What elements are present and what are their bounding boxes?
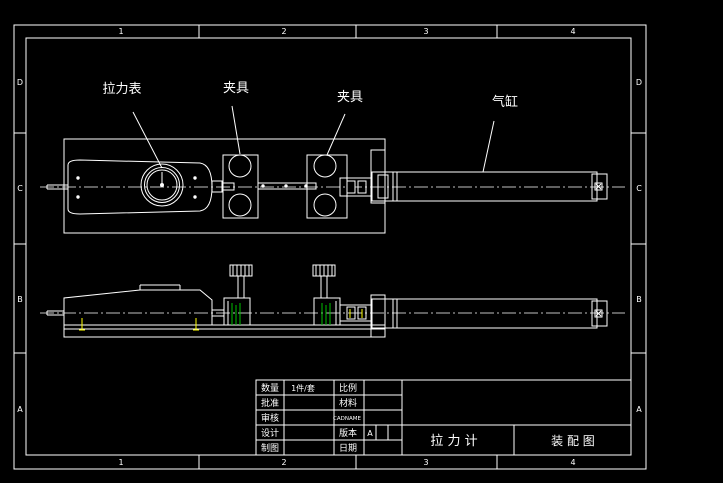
cylinder-body-front (392, 298, 598, 329)
col-label-bottom-3: 3 (423, 458, 428, 467)
cylinder-body-top (392, 171, 598, 202)
cylinder-mount-front (370, 294, 386, 338)
col-label-top-1: 1 (118, 27, 123, 36)
tb-qty-label: 数量 (261, 382, 279, 394)
row-label-left-a: A (17, 405, 23, 414)
fixture-right-front (312, 264, 341, 326)
callout-cylinder-label: 气缸 (492, 94, 518, 110)
title-block (255, 379, 632, 456)
row-label-left-b: B (17, 295, 23, 304)
tb-material-label: 材料 (339, 397, 357, 409)
tb-approve-label: 批准 (261, 397, 279, 409)
fixture-left-front (223, 264, 253, 326)
tb-version-label: 版本 (339, 427, 357, 439)
row-label-left-d: D (17, 78, 23, 87)
cylinder-mount-top (370, 149, 386, 204)
row-label-right-a: A (636, 405, 642, 414)
tb-drawing-name: 拉 力 计 (430, 434, 477, 449)
callout-fixture-right-label: 夹具 (337, 90, 363, 105)
specimen-top (257, 182, 317, 190)
row-label-right-c: C (636, 184, 642, 193)
col-label-top-3: 3 (423, 27, 428, 36)
tb-design-label: 设计 (261, 427, 279, 439)
tb-scale-label: 比例 (339, 382, 357, 394)
front-view-accents (79, 303, 363, 331)
row-label-left-c: C (17, 184, 23, 193)
tb-drafter-label: 制图 (261, 442, 279, 454)
col-label-bottom-2: 2 (281, 458, 286, 467)
tb-version-value: A (367, 429, 373, 438)
callout-gauge-label: 拉力表 (102, 82, 141, 97)
col-label-bottom-1: 1 (118, 458, 123, 467)
gauge-dial (140, 163, 184, 207)
col-label-top-2: 2 (281, 27, 286, 36)
col-label-top-4: 4 (570, 27, 575, 36)
row-label-right-b: B (636, 295, 642, 304)
front-view (40, 264, 625, 338)
callout-leaders (132, 105, 495, 173)
gauge-housing-front (63, 289, 213, 326)
tb-date-label: 日期 (339, 443, 357, 454)
row-label-right-d: D (636, 78, 642, 87)
callout-fixture-left-label: 夹具 (223, 81, 249, 96)
tb-drawing-type: 装 配 图 (551, 434, 595, 448)
col-label-bottom-4: 4 (570, 458, 575, 467)
tb-qty-value: 1件/套 (291, 383, 315, 393)
plan-view (40, 138, 625, 234)
tb-cad-name: CADNAME (333, 416, 361, 422)
tb-review-label: 审核 (261, 412, 279, 424)
border-zone-labels: 1 2 3 4 1 2 3 4 D C B A D C B A (17, 27, 642, 467)
title-block-text: 数量 1件/套 比例 批准 材料 审核 CADNAME 设计 版本 A 制图 日… (261, 382, 595, 454)
